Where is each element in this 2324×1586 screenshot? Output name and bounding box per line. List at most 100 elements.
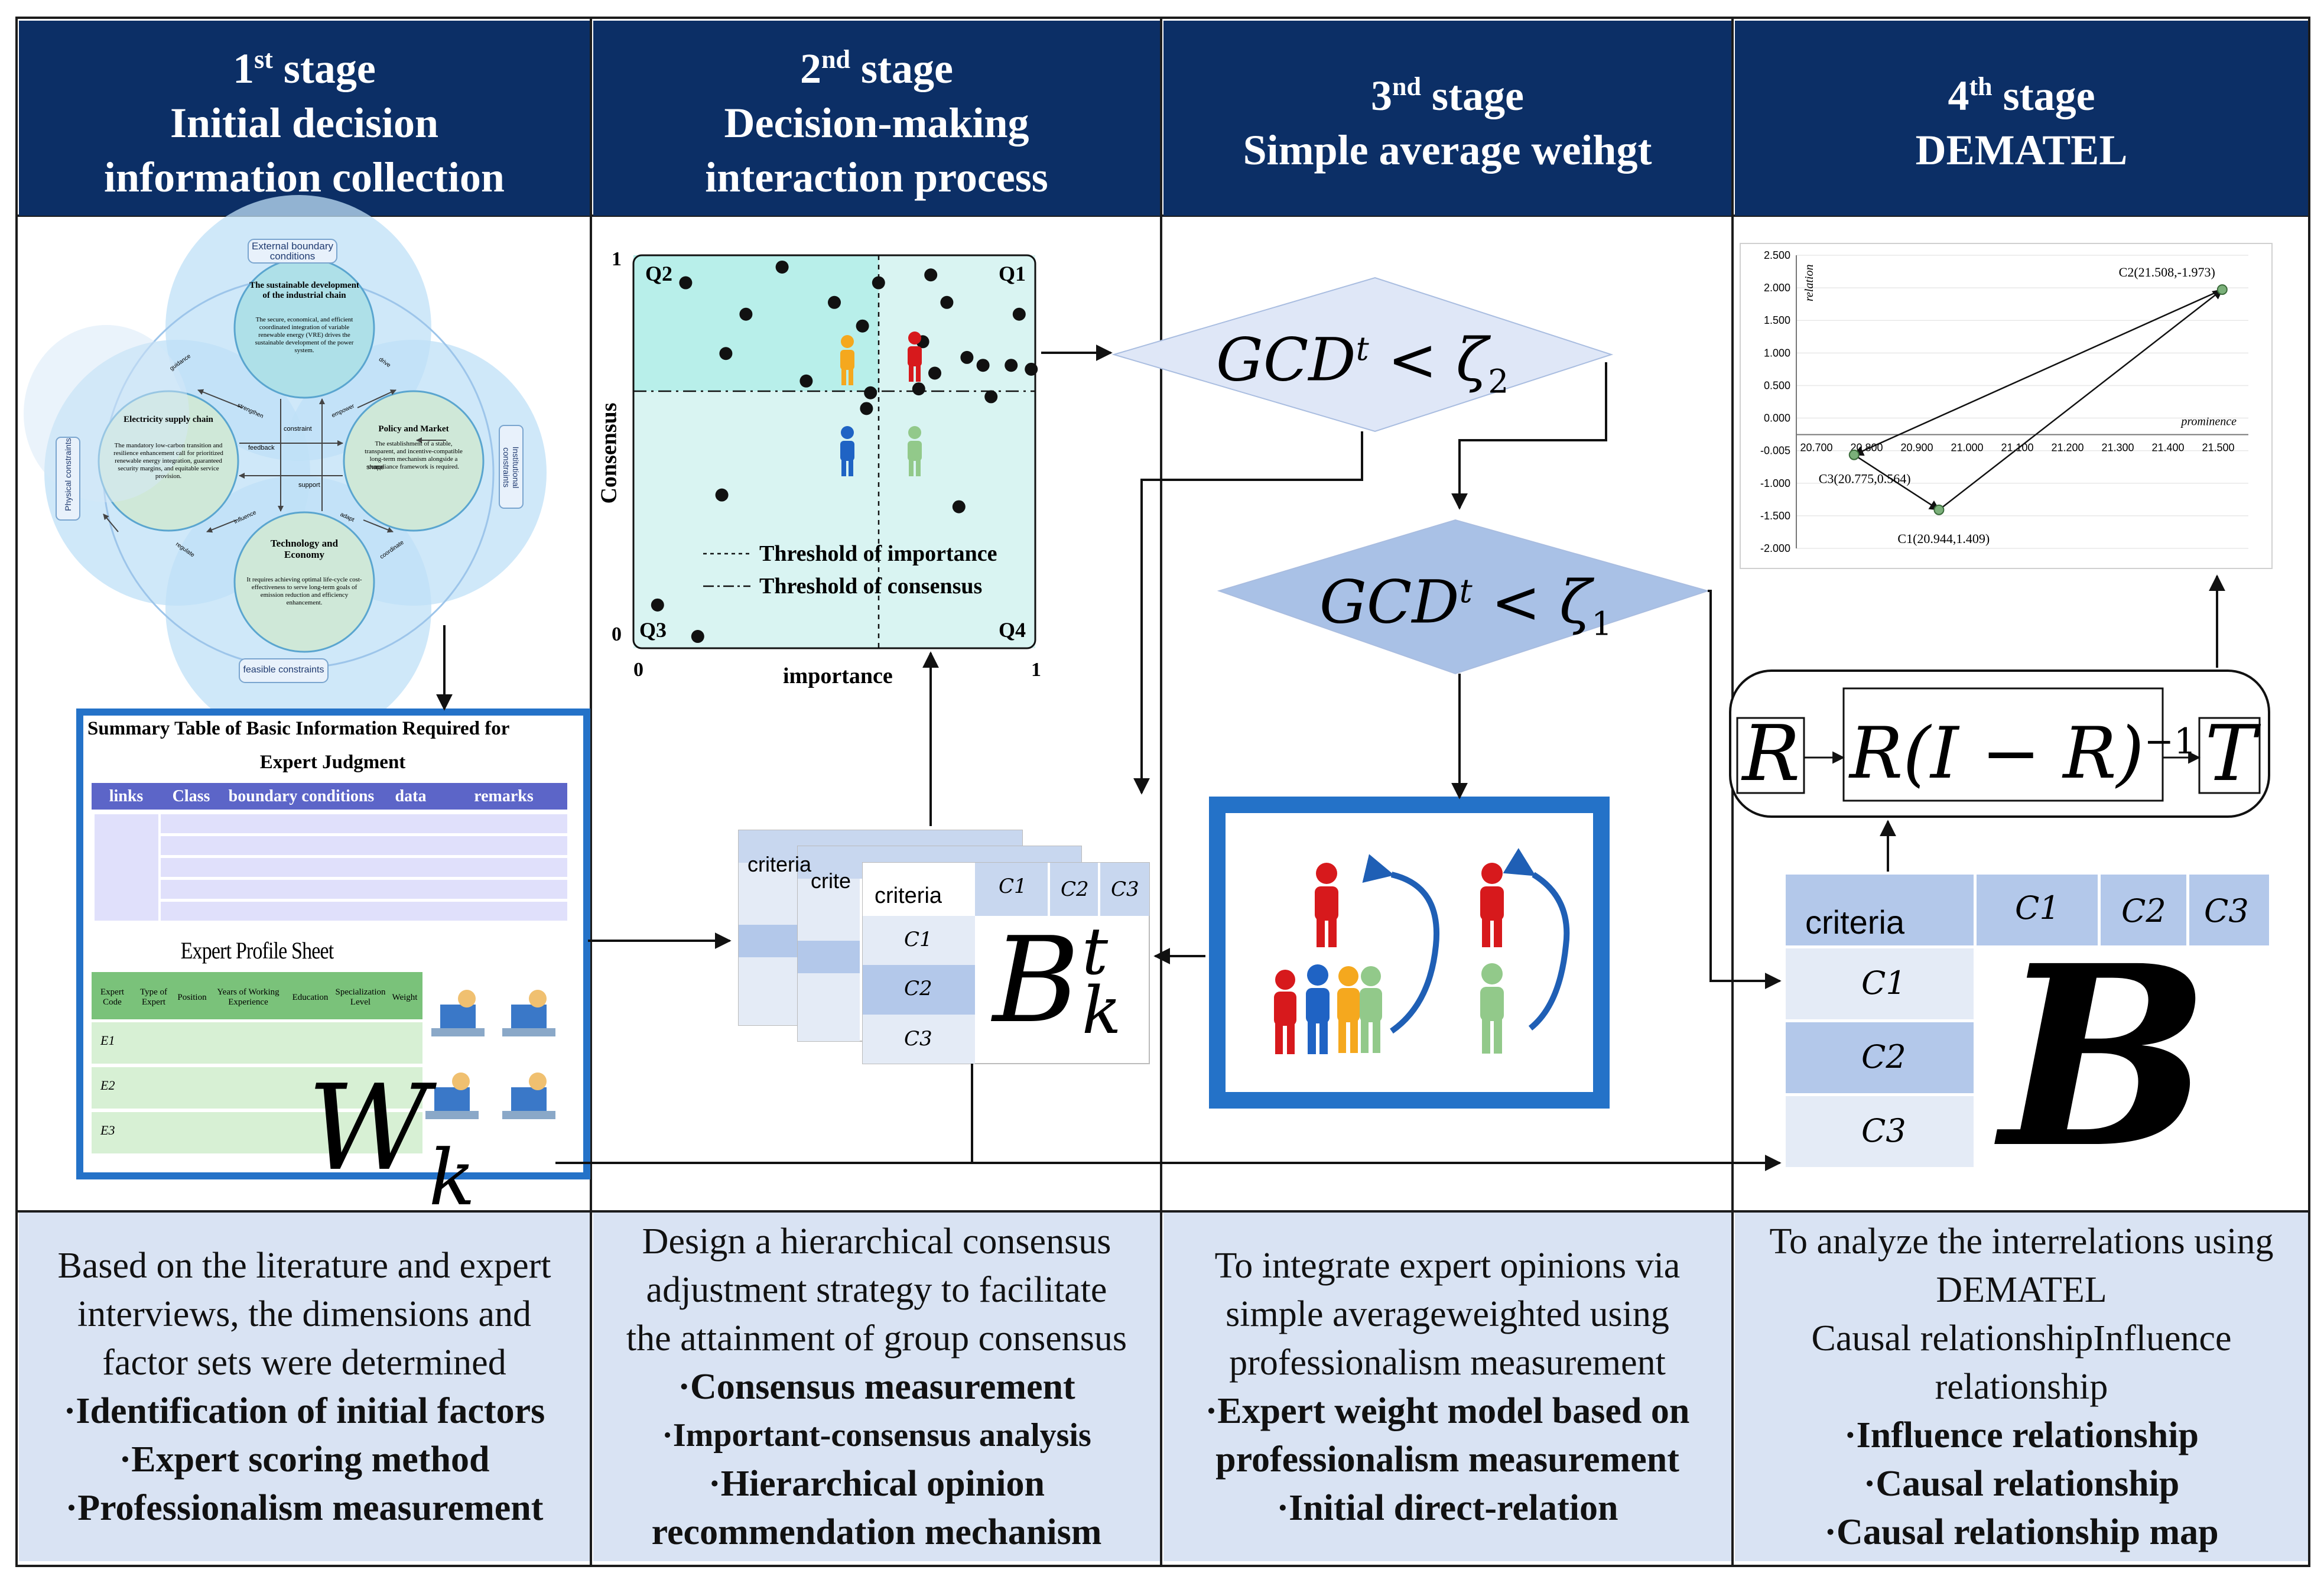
- expert-green-icon: [908, 426, 922, 476]
- scatter-point: [739, 307, 753, 321]
- x-tick-label: 21.300: [2101, 442, 2134, 454]
- venn-arrow-label: feedback: [248, 444, 275, 451]
- venn-right-side-label: Institutional constraints: [502, 446, 521, 489]
- expert-row-label: E3: [100, 1123, 115, 1138]
- stage-2-header: 2nd stage Decision-making interaction pr…: [593, 21, 1160, 216]
- venn-right-title: Policy and Market: [378, 424, 449, 434]
- y-tick-label: -2.000: [1760, 542, 1790, 554]
- scatter-point: [651, 598, 664, 612]
- big-matrix-row: C2: [1861, 1038, 1906, 1075]
- expert-profile-header: Expert Code Type of Expert Position Year…: [100, 987, 418, 1007]
- y-tick-label: 2.000: [1764, 282, 1790, 294]
- scatter-point: [952, 500, 966, 514]
- y-tick-label: -1.500: [1760, 510, 1790, 522]
- quadrant-q3-label: Q3: [639, 618, 667, 642]
- flow-arrows: [436, 344, 2225, 1171]
- x-tick-label: 20.700: [1800, 442, 1832, 454]
- y-tick-label: 1.000: [1764, 347, 1790, 359]
- venn-left-side-label: Physical constraints: [63, 438, 73, 511]
- scatter-point: [715, 488, 729, 502]
- matrix-col-label: C2: [1061, 878, 1089, 901]
- x-tick-label: 21.200: [2051, 442, 2084, 454]
- venn-bottom-label: feasible constraints: [243, 665, 324, 675]
- scatter-point: [976, 359, 990, 372]
- venn-top-body: The secure, economical, and efficient co…: [255, 316, 354, 354]
- scatter-point: [1025, 362, 1038, 376]
- y-tick-label: 0.500: [1764, 379, 1790, 391]
- matrix-row-label: C3: [904, 1027, 932, 1051]
- big-matrix-row: C3: [1861, 1112, 1906, 1149]
- y-axis-title: relation: [1803, 264, 1816, 301]
- venn-top-label: External boundary conditions: [252, 240, 333, 262]
- quadrant-q2-label: Q2: [645, 262, 673, 285]
- stage-3-header: 3nd stage Simple average weihgt: [1163, 21, 1731, 216]
- scatter-point: [1012, 307, 1026, 321]
- y-tick-label: 0.000: [1764, 412, 1790, 424]
- venn-left-title: Electricity supply chain: [123, 415, 213, 424]
- big-matrix-header: criteria: [1805, 904, 1905, 941]
- y-tick-label: 1.500: [1764, 314, 1790, 326]
- big-matrix-row: C1: [1861, 964, 1906, 1002]
- venn-right-body: The establishment of a stable, transpare…: [365, 440, 463, 470]
- big-matrix-B-symbol: B: [2000, 912, 2210, 1203]
- venn-left-body: The mandatory low-carbon transition and …: [113, 442, 223, 480]
- legend-importance-threshold: Threshold of importance: [759, 541, 997, 566]
- total-relation-formula: [1729, 670, 2270, 818]
- y-tick-label: 2.500: [1764, 249, 1790, 261]
- scatter-point: [940, 295, 954, 309]
- x-axis-label: importance: [783, 664, 893, 688]
- criterion-point-label: C3(20.775,0.564): [1819, 472, 1911, 486]
- venn-arrow-label: shape: [366, 464, 384, 471]
- scatter-point: [912, 382, 925, 396]
- aggregate-matrix-B: [1786, 875, 2269, 1167]
- scatter-point: [799, 374, 813, 388]
- scatter-point: [860, 402, 873, 415]
- summary-table-subtitle: Expert Judgment: [259, 752, 406, 773]
- criterion-point: [2216, 284, 2228, 295]
- summary-table-title: Summary Table of Basic Information Requi…: [87, 718, 510, 739]
- big-matrix-col: C2: [2121, 892, 2166, 930]
- summary-table-header: links Class boundary conditions data rem…: [109, 787, 534, 805]
- matrix-back-label: crite: [811, 869, 851, 893]
- y-tick-label: -0.005: [1760, 445, 1790, 457]
- criterion-point: [1848, 449, 1860, 460]
- causal-arrow: [1853, 288, 2223, 456]
- y-min-label: 0: [612, 623, 622, 645]
- scatter-point: [872, 276, 885, 290]
- summary-table-panel: [76, 708, 590, 1179]
- x-axis-title: prominence: [2180, 415, 2237, 428]
- venn-arrow-label: constraint: [284, 425, 312, 433]
- venn-bottom-title: Technology and Economy: [270, 538, 339, 560]
- dematel-causal-map: 2.500 2.000 1.500 1.000 0.500 0.000 -0.005 -1.0…: [1740, 243, 2273, 569]
- x-min-label: 0: [633, 659, 643, 681]
- scatter-point: [960, 350, 974, 364]
- scatter-point: [1005, 359, 1018, 372]
- stage-1-header: 1st stage Initial decision information c…: [19, 21, 590, 216]
- gcd2-condition: GCDt < ζ2: [1216, 325, 1509, 401]
- expert-blue-icon: [840, 426, 854, 476]
- scatter-point: [719, 347, 733, 360]
- x-tick-label: 21.100: [2001, 442, 2033, 454]
- scatter-point: [864, 386, 877, 399]
- causal-arrow: [1854, 454, 1940, 511]
- expert-orange-icon: [840, 335, 854, 385]
- scatter-point: [856, 319, 869, 333]
- big-matrix-col: C1: [2015, 889, 2060, 927]
- y-tick-label: -1.000: [1760, 477, 1790, 489]
- legend-consensus-threshold: Threshold of consensus: [759, 574, 983, 599]
- expert-group-panel: [1209, 797, 1610, 1109]
- expert-computer-icon: [425, 990, 555, 1119]
- x-max-label: 1: [1031, 659, 1041, 681]
- matrix-row-label: C2: [904, 977, 932, 1000]
- scatter-point: [679, 276, 693, 290]
- venn-arrow-label: support: [298, 482, 320, 489]
- matrix-back-label: criteria: [747, 852, 812, 876]
- scatter-points: [651, 260, 1038, 644]
- causal-map-plot: 2.500 2.000 1.500 1.000 0.500 0.000 -0.005 -1.0…: [1760, 249, 2248, 554]
- gcd2-decision-diamond: [1111, 277, 1614, 433]
